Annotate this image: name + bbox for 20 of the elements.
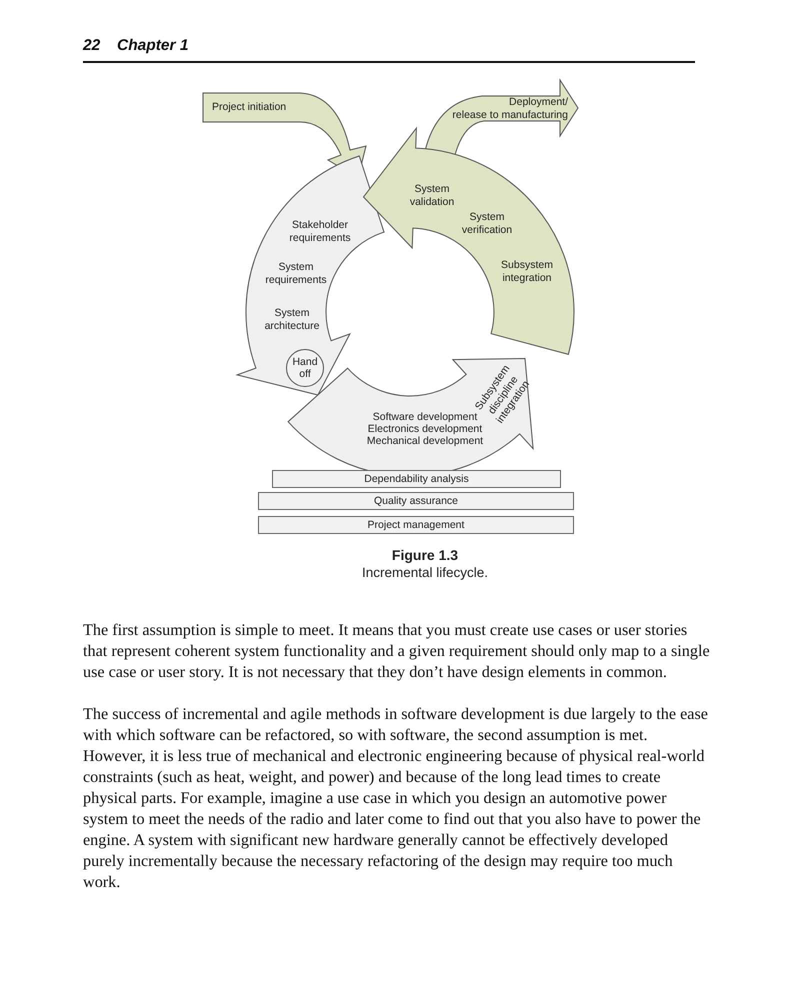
stage-label: Mechanical development [366, 435, 484, 448]
stage-label: Subsystem integration [501, 259, 553, 284]
stage-label: Software development [372, 411, 478, 424]
body-paragraph: The first assumption is simple to meet. It means that you must create use cases or user stories that represent coherent system functionality and a given requirement should only map to a single use case or user story. It is not necessary that they don’t have design elements in common. [83, 620, 711, 683]
page-number: 22 [83, 37, 100, 55]
stage-label: System verification [462, 211, 512, 236]
stage-label: Project initiation [212, 101, 286, 114]
stage-label: Deployment/ release to manufacturing [452, 96, 568, 121]
stage-label: System requirements [265, 261, 327, 286]
running-header: Chapter 1 [117, 37, 188, 55]
stage-label: System validation [410, 183, 454, 208]
activity-bar: Project management [258, 516, 574, 534]
body-paragraph: The success of incremental and agile methods in software development is due largely to the ease with which software can be refactored, so with software, the second assumption is met. However, it is less true of mechanical and electronic engineering because of physical real-world constraints (such as heat, weight, and power) and because of the long lead times to create physical parts. For example, imagine a use case in which you design an automotive power system to meet the needs of the radio and later come to find out that you also have to power the engine. A system with significant new hardware generally cannot be effectively developed purely incrementally because the necessary refactoring of the design may require too much work. [83, 704, 709, 893]
stage-label: Stakeholder requirements [289, 219, 351, 244]
activity-bar: Dependability analysis [272, 470, 561, 488]
stage-label: System architecture [264, 307, 320, 332]
figure-caption: Incremental lifecycle. [360, 565, 490, 580]
stage-label: Electronics development [368, 423, 482, 436]
figure-number: Figure 1.3 [390, 547, 460, 563]
activity-bar: Quality assurance [258, 492, 574, 510]
